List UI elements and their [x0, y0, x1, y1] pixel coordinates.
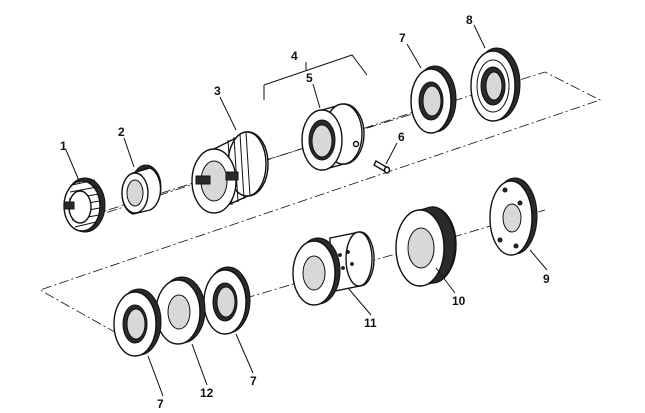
part-5-ring [301, 103, 365, 171]
callout-2: 2 [118, 125, 125, 139]
part-2-collar [121, 164, 162, 215]
callout-7-lower: 7 [157, 397, 164, 411]
callout-12: 12 [200, 386, 214, 400]
part-6-pin [373, 160, 391, 174]
callout-11: 11 [364, 316, 377, 330]
callout-8: 8 [466, 13, 473, 27]
part-9-flange [489, 177, 538, 256]
part-10-thick-washer [395, 206, 457, 287]
callout-3: 3 [214, 84, 221, 98]
part-7-washer-lower [113, 288, 162, 357]
callout-1: 1 [60, 139, 67, 153]
callout-6: 6 [398, 130, 405, 144]
part-3-threaded-sleeve [191, 131, 269, 214]
part-7-washer-middle [203, 266, 251, 335]
callout-7-upper: 7 [399, 31, 406, 45]
part-12-washer [155, 276, 206, 345]
callout-7-middle: 7 [250, 374, 257, 388]
leader-lines [65, 24, 548, 397]
callout-9: 9 [543, 272, 550, 286]
part-1-split-nut [63, 177, 106, 233]
callout-4: 4 [291, 49, 298, 63]
part-7-washer-upper [410, 65, 457, 134]
callout-labels: 1 2 3 4 5 6 7 8 9 10 11 12 7 7 [60, 13, 550, 411]
part-11-bushing [292, 231, 375, 306]
callout-5: 5 [306, 71, 313, 85]
part-8-bearing [470, 47, 521, 122]
callout-10: 10 [452, 294, 466, 308]
